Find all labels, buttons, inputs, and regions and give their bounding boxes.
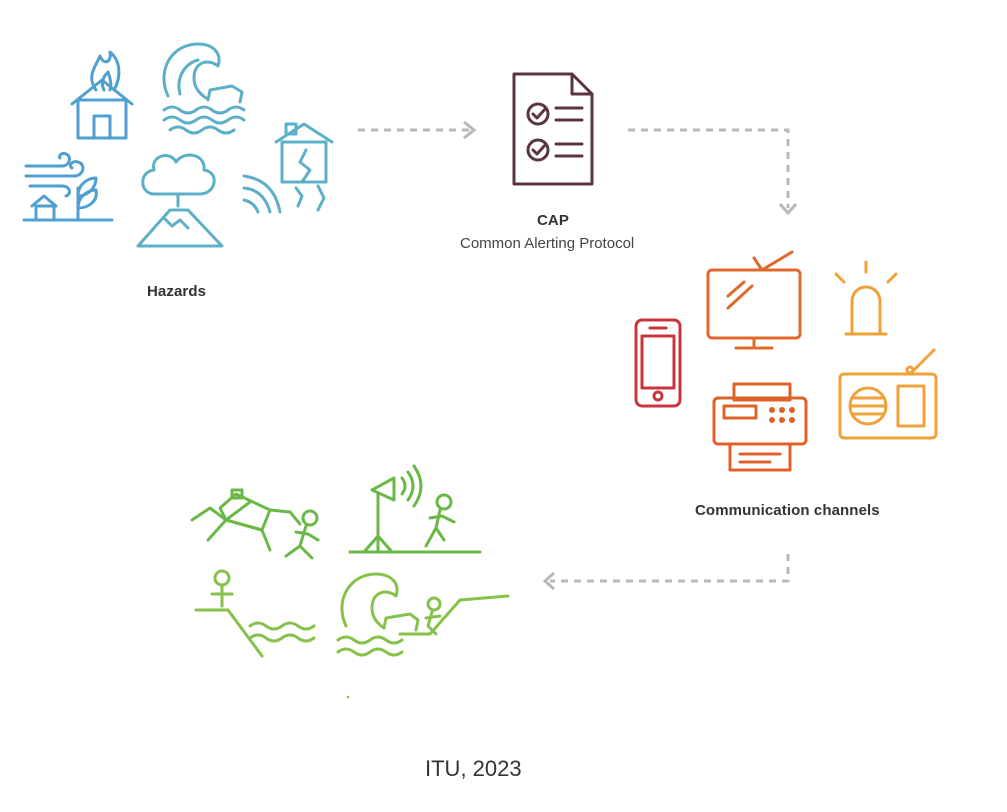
running-person-icon: [284, 509, 320, 560]
hazards-label: Hazards: [147, 283, 207, 300]
house-fire-icon: [70, 50, 134, 140]
arrow-cap-to-channels: [628, 128, 790, 208]
tsunami-evacuation-icon: [336, 572, 510, 657]
arrow-head-channels-to-response: [542, 571, 555, 591]
cap-label: CAP: [537, 212, 569, 229]
earthquake-house-icon: [242, 122, 334, 214]
cliff-evacuation-icon: [194, 569, 316, 658]
source-caption: ITU, 2023: [425, 756, 522, 781]
arrow-head-hazards-to-cap: [463, 120, 477, 140]
landslide-house-icon: [190, 488, 302, 552]
tsunami-icon: [162, 42, 246, 135]
channels-label: Communication channels: [695, 502, 880, 519]
fax-machine-icon: [712, 382, 808, 472]
siren-icon: [834, 260, 898, 336]
wind-storm-icon: [22, 152, 114, 222]
cap-sublabel: Common Alerting Protocol: [460, 235, 635, 252]
cap-document-icon: [512, 72, 594, 186]
small-dot: [346, 695, 350, 699]
volcano-icon: [136, 153, 224, 248]
television-icon: [706, 250, 802, 350]
megaphone-warning-icon: [348, 464, 482, 554]
arrow-head-cap-to-channels: [778, 203, 798, 216]
arrow-channels-to-response: [550, 554, 790, 583]
radio-icon: [838, 348, 938, 440]
mobile-phone-icon: [634, 318, 682, 408]
